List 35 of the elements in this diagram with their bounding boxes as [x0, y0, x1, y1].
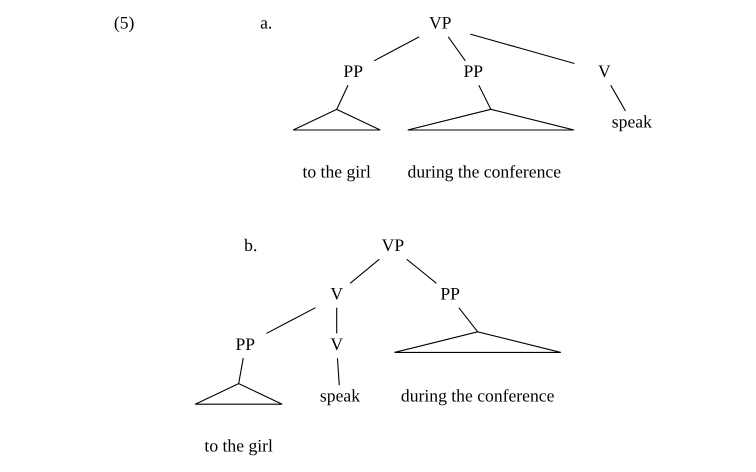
node-text: PP — [440, 284, 460, 304]
connector — [266, 307, 316, 334]
node-text: speak — [320, 386, 360, 406]
connector — [470, 34, 575, 64]
label: (5) — [114, 12, 134, 33]
node-label: during the conference — [400, 386, 554, 406]
label: b. — [244, 235, 258, 256]
connector — [374, 36, 420, 62]
node-triangle — [407, 108, 575, 131]
connector — [336, 308, 338, 334]
node-text: V — [330, 284, 344, 304]
node-text: VP — [428, 12, 452, 33]
node-text: V — [330, 334, 344, 354]
node-text: speak — [612, 111, 652, 132]
node-text: PP — [343, 61, 364, 82]
node-text: PP — [463, 61, 484, 82]
connector — [238, 358, 244, 384]
node-triangle — [194, 382, 283, 405]
connector — [336, 85, 348, 110]
label: a. — [260, 12, 272, 33]
connector — [478, 85, 492, 110]
node-text: PP — [235, 334, 256, 354]
node-triangle — [394, 331, 562, 354]
connector — [406, 258, 437, 284]
node-label: during the conference — [408, 161, 562, 182]
node-label: to the girl — [302, 161, 371, 182]
node-triangle — [292, 108, 381, 131]
connector — [350, 258, 380, 284]
node-text: V — [598, 61, 611, 82]
node-text: VP — [382, 235, 404, 256]
node-label: to the girl — [204, 436, 273, 456]
connector — [336, 358, 340, 386]
connector — [448, 36, 466, 62]
connector — [610, 84, 626, 112]
connector — [458, 307, 478, 332]
